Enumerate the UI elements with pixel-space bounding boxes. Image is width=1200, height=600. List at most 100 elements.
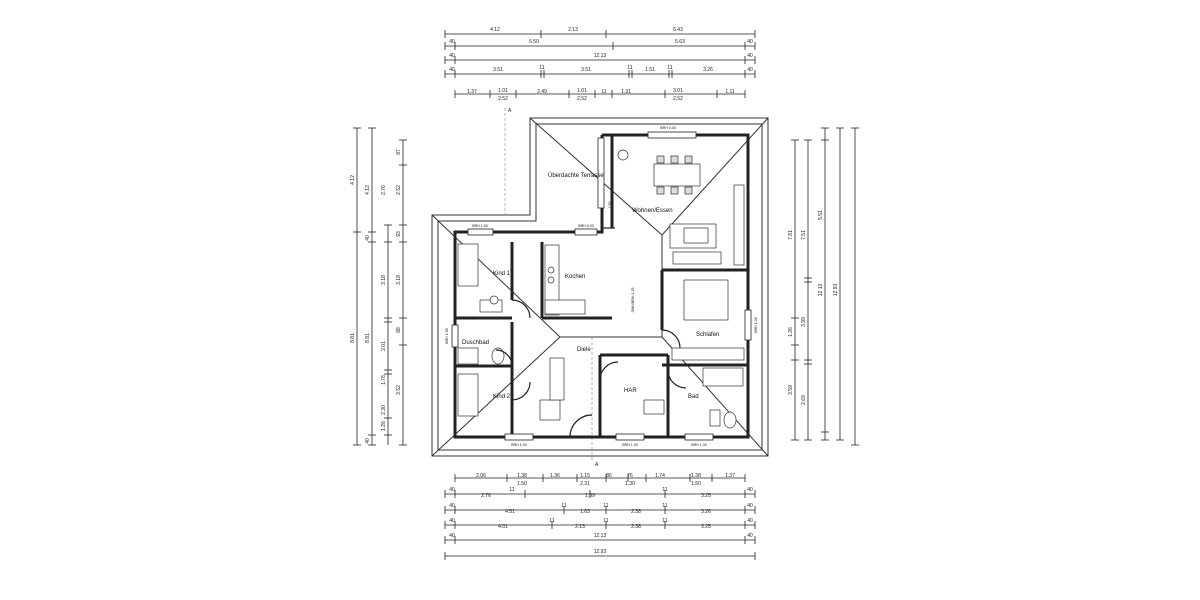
dim-bot-2-g: 40 (747, 487, 753, 493)
door-bath (667, 369, 687, 389)
dim-bot-4-e: 11 (603, 518, 608, 524)
dim-bot-3-i: 40 (747, 503, 753, 509)
wardrobe-child2 (549, 357, 565, 401)
dim-right-2-c: 2.69 (801, 395, 807, 405)
dim-top-5-f: 1.31 (621, 89, 631, 95)
dim-bot-3-c: 11 (561, 503, 566, 509)
dim-left-4-d: 3.18 (396, 275, 402, 285)
dim-bot-1-d: 1.15 (580, 473, 590, 479)
window-label-bath: BRH 1.00 (691, 443, 707, 447)
dim-bot-4-b: 4.01 (498, 524, 508, 530)
dim-bot-1-m: 1.50 (691, 481, 701, 487)
dim-right-1-c: 3.59 (788, 385, 794, 395)
bed-child2 (457, 373, 479, 417)
walls (453, 133, 750, 439)
stove-burner-icon (547, 276, 555, 284)
plant-icon (617, 149, 629, 161)
dim-left-3-a: 3.18 (381, 275, 387, 285)
window-label-shower: BRH 1.95 (445, 328, 449, 344)
section-line: A A (504, 108, 599, 468)
dim-bot-1-l: 1.30 (625, 481, 635, 487)
window-label-living: BRH 0.00 (660, 126, 676, 130)
kitchen-sink-counter (544, 299, 586, 315)
dim-right-3-a: 5.51 (818, 210, 824, 220)
dim-left-3-d: 2.30 (381, 405, 387, 415)
dim-left-2-c: 8.81 (365, 333, 371, 343)
dim-left-3-e: 1.26 (381, 421, 387, 431)
dim-top-5-i: 2.52 (498, 96, 508, 102)
dim-bot-1-j: 1.50 (517, 481, 527, 487)
door-utility (599, 361, 619, 381)
washing-machine (643, 399, 665, 415)
window-label-utility: BRH 1.00 (622, 443, 638, 447)
tv-cabinet (733, 184, 745, 266)
dim-left-4-e: 88 (396, 327, 402, 333)
dim-bot-2-a: 40 (449, 487, 455, 493)
dim-bot-3-e: 11 (603, 503, 608, 509)
dim-right-3-b: 12.13 (818, 284, 824, 297)
dim-bot-4-f: 2.38 (631, 524, 641, 530)
room-label-utility: HAR (624, 388, 637, 394)
section-marker-top: A (508, 108, 512, 114)
dim-bot-1-b: 1.38 (517, 473, 527, 479)
dimensions-bottom: 2.06 1.38 1.36 1.15 86 76 1.74 1.38 1.37… (444, 473, 756, 560)
window-label-child2: BRH 1.00 (511, 443, 527, 447)
sink (709, 409, 721, 427)
dim-bot-4-a: 40 (449, 518, 455, 524)
dim-top-4-f: 1.51 (645, 67, 655, 73)
dim-bot-1-i: 1.37 (725, 473, 735, 479)
dim-top-2-b: 6.50 (529, 39, 539, 45)
dining-chairs (656, 155, 693, 195)
dim-top-5-j: 2.52 (577, 96, 587, 102)
dim-right-1-a: 7.81 (788, 230, 794, 240)
room-label-kitchen: Kochen (565, 274, 585, 280)
dim-top-4-a: 40 (449, 67, 455, 73)
dim-top-4-c: 11 (539, 65, 544, 71)
dim-right-1-b: 1.26 (788, 327, 794, 337)
dim-top-2-a: 40 (449, 39, 455, 45)
dim-left-4-a: 87 (396, 149, 402, 155)
desk-child2 (539, 399, 561, 421)
room-label-hall: Diele (577, 347, 591, 353)
dim-top-5-b: 1.01 (498, 88, 508, 94)
dim-bot-3-a: 40 (449, 503, 455, 509)
dim-bot-2-e: 11 (662, 487, 667, 493)
double-bed (683, 279, 729, 321)
toilet-icon (491, 347, 505, 365)
bed-child1 (457, 243, 479, 287)
furniture (457, 149, 745, 429)
dining-table (653, 163, 701, 187)
entrance-door (569, 414, 593, 438)
door-child1 (511, 299, 531, 319)
room-label-child2: Kind 2 (493, 394, 511, 400)
window-label-kitchen-side: SWH/BRH 1.25 (631, 288, 635, 313)
dim-bot-2-b: 2.76 (481, 493, 491, 499)
chair-icon (489, 295, 499, 305)
dim-top-5-k: 2.52 (673, 96, 683, 102)
window-label-terrace-side: 2.50 (608, 202, 612, 209)
dimensions-right: 7.81 1.26 3.59 7.51 3.99 2.69 5.51 12.13… (788, 127, 859, 446)
door-shower (495, 349, 513, 367)
dim-top-4-h: 3.26 (703, 67, 713, 73)
window-label-terrace: BRH 0.00 (578, 224, 594, 228)
coffee-table (683, 227, 709, 244)
dim-left-3-b: 2.01 (381, 341, 387, 351)
dim-left-2-a: 4.12 (365, 185, 371, 195)
dim-left-4-b: 2.52 (396, 185, 402, 195)
dim-bot-1-c: 1.36 (550, 473, 560, 479)
window-label-bedroom: BRH 1.00 (754, 317, 758, 333)
toilet-icon (723, 411, 737, 429)
dim-top-5-c: 2.49 (537, 89, 547, 95)
dim-bot-4-d: 2.13 (575, 524, 585, 530)
dim-left-3-c: 1.76 (381, 375, 387, 385)
dim-top-3-b: 12.13 (594, 53, 607, 59)
shower-tray (457, 347, 479, 365)
dim-bot-3-b: 4.51 (505, 509, 515, 515)
dim-bot-4-i: 40 (747, 518, 753, 524)
dim-bot-4-c: 11 (549, 518, 554, 524)
dim-top-2-c: 5.63 (675, 39, 685, 45)
room-label-shower: Duschbad (462, 340, 489, 346)
room-label-bath: Bad (688, 394, 699, 400)
dim-bot-1-k: 2.31 (580, 481, 590, 487)
